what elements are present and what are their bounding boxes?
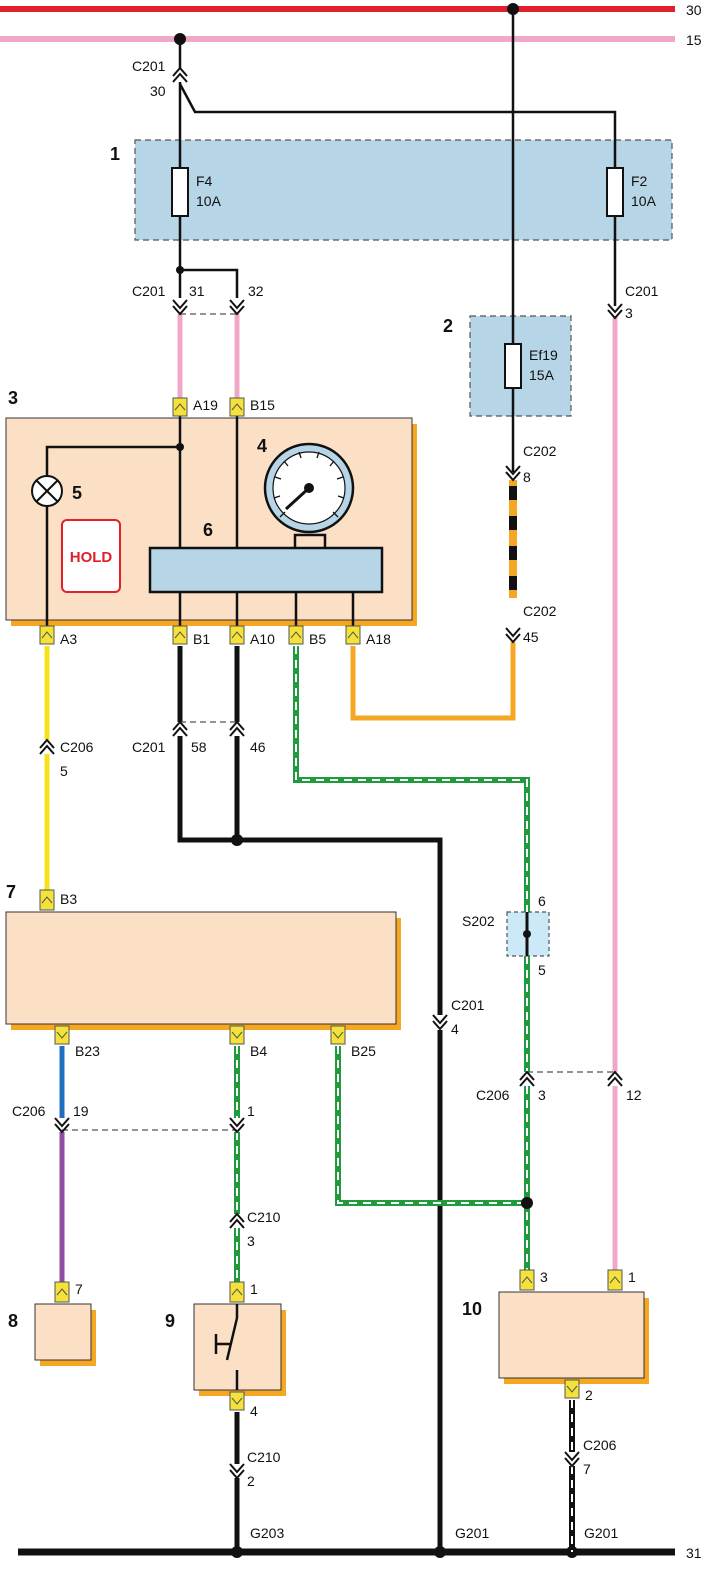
fuse-f2-rating: 10A xyxy=(631,193,657,209)
conn-label: C202 xyxy=(523,603,557,619)
component-number-2: 2 xyxy=(443,316,453,336)
ground-g203: G203 xyxy=(250,1525,284,1541)
component-number-1: 1 xyxy=(110,144,120,164)
switch-icon xyxy=(214,1304,239,1390)
conn-pin: 3 xyxy=(247,1233,255,1249)
conn-label: C210 xyxy=(247,1449,281,1465)
fuse-f2-name: F2 xyxy=(631,173,648,189)
bus-15-label: 15 xyxy=(686,32,702,48)
display-block-6 xyxy=(148,546,384,594)
pin-10-1: 1 xyxy=(628,1269,636,1285)
pink-wires xyxy=(177,314,618,1270)
fuse-f4-icon xyxy=(171,167,189,217)
pin-b15: B15 xyxy=(250,397,275,413)
component-number-5: 5 xyxy=(72,483,82,503)
cluster-internal-wires xyxy=(45,416,355,626)
fuse-box-1 xyxy=(134,139,673,241)
conn-pin: 8 xyxy=(523,469,531,485)
conn-pin: 3 xyxy=(625,305,633,321)
pin-a10: A10 xyxy=(250,631,275,647)
conn-pin: 58 xyxy=(191,739,207,755)
conn-pin: 3 xyxy=(538,1087,546,1103)
pin-9-1: 1 xyxy=(250,1281,258,1297)
pin-b1: B1 xyxy=(193,631,210,647)
green-wires xyxy=(234,646,530,1282)
conn-label: C201 xyxy=(132,283,166,299)
ground-g201: G201 xyxy=(455,1525,489,1541)
conn-label: C206 xyxy=(60,739,94,755)
connector-group-lines xyxy=(62,313,615,1131)
pin-b3: B3 xyxy=(60,891,77,907)
conn-label: C206 xyxy=(583,1437,617,1453)
conn-pin: 45 xyxy=(523,629,539,645)
conn-pin: 46 xyxy=(250,739,266,755)
pin-b23: B23 xyxy=(75,1043,100,1059)
ground-g201: G201 xyxy=(584,1525,618,1541)
gauge-icon xyxy=(263,442,355,534)
hold-indicator xyxy=(61,519,121,593)
pin-10-3: 3 xyxy=(540,1269,548,1285)
conn-pin: 1 xyxy=(247,1103,255,1119)
pin-9-4: 4 xyxy=(250,1403,258,1419)
hold-label: HOLD xyxy=(70,549,113,566)
pin-b25: B25 xyxy=(351,1043,376,1059)
component-number-10: 10 xyxy=(462,1299,482,1319)
fuse-ef19-name: Ef19 xyxy=(529,347,558,363)
fuse-ef19-icon xyxy=(504,343,522,389)
conn-pin: 12 xyxy=(626,1087,642,1103)
conn-pin: 4 xyxy=(451,1021,459,1037)
module-10 xyxy=(498,1291,645,1379)
conn-label: C210 xyxy=(247,1209,281,1225)
pin-8-7: 7 xyxy=(75,1281,83,1297)
module-8 xyxy=(34,1303,92,1361)
conn-pin: 2 xyxy=(247,1473,255,1489)
conn-pin: 19 xyxy=(73,1103,89,1119)
fuse-f4-name: F4 xyxy=(196,173,213,189)
component-number-3: 3 xyxy=(8,388,18,408)
pin-a18: A18 xyxy=(366,631,391,647)
fuse-ef19-rating: 15A xyxy=(529,367,555,383)
connector-chevrons xyxy=(39,66,623,1480)
conn-pin: 31 xyxy=(189,283,205,299)
conn-pin: 32 xyxy=(248,283,264,299)
component-number-7: 7 xyxy=(6,882,16,902)
black-ground-wires xyxy=(177,646,443,1552)
component-number-9: 9 xyxy=(165,1311,175,1331)
control-module-7 xyxy=(5,911,397,1025)
pin-connectors xyxy=(39,397,623,1411)
pin-a3: A3 xyxy=(60,631,77,647)
bus-30-label: 30 xyxy=(686,2,702,18)
component-number-4: 4 xyxy=(257,436,267,456)
conn-pin: 30 xyxy=(150,83,166,99)
pin-b4: B4 xyxy=(250,1043,267,1059)
splice-pin: 5 xyxy=(538,962,546,978)
conn-label: C206 xyxy=(476,1087,510,1103)
feed-wires xyxy=(178,9,617,472)
conn-pin: 7 xyxy=(583,1461,591,1477)
fuse-f2-icon xyxy=(606,167,624,217)
conn-label: C201 xyxy=(132,739,166,755)
conn-label: C206 xyxy=(12,1103,46,1119)
conn-label: C201 xyxy=(132,58,166,74)
pin-10-2: 2 xyxy=(585,1387,593,1403)
component-number-6: 6 xyxy=(203,520,213,540)
splice-pin: 6 xyxy=(538,893,546,909)
pin-b5: B5 xyxy=(309,631,326,647)
bus-31-label: 31 xyxy=(686,1545,702,1561)
fuse-f4-rating: 10A xyxy=(196,193,222,209)
orange-wire-a18 xyxy=(350,642,516,721)
warning-lamp-icon xyxy=(31,475,63,507)
splice-label: S202 xyxy=(462,913,495,929)
conn-label: C201 xyxy=(451,997,485,1013)
pin-a19: A19 xyxy=(193,397,218,413)
conn-label: C201 xyxy=(625,283,659,299)
component-number-8: 8 xyxy=(8,1311,18,1331)
conn-pin: 5 xyxy=(60,763,68,779)
conn-label: C202 xyxy=(523,443,557,459)
